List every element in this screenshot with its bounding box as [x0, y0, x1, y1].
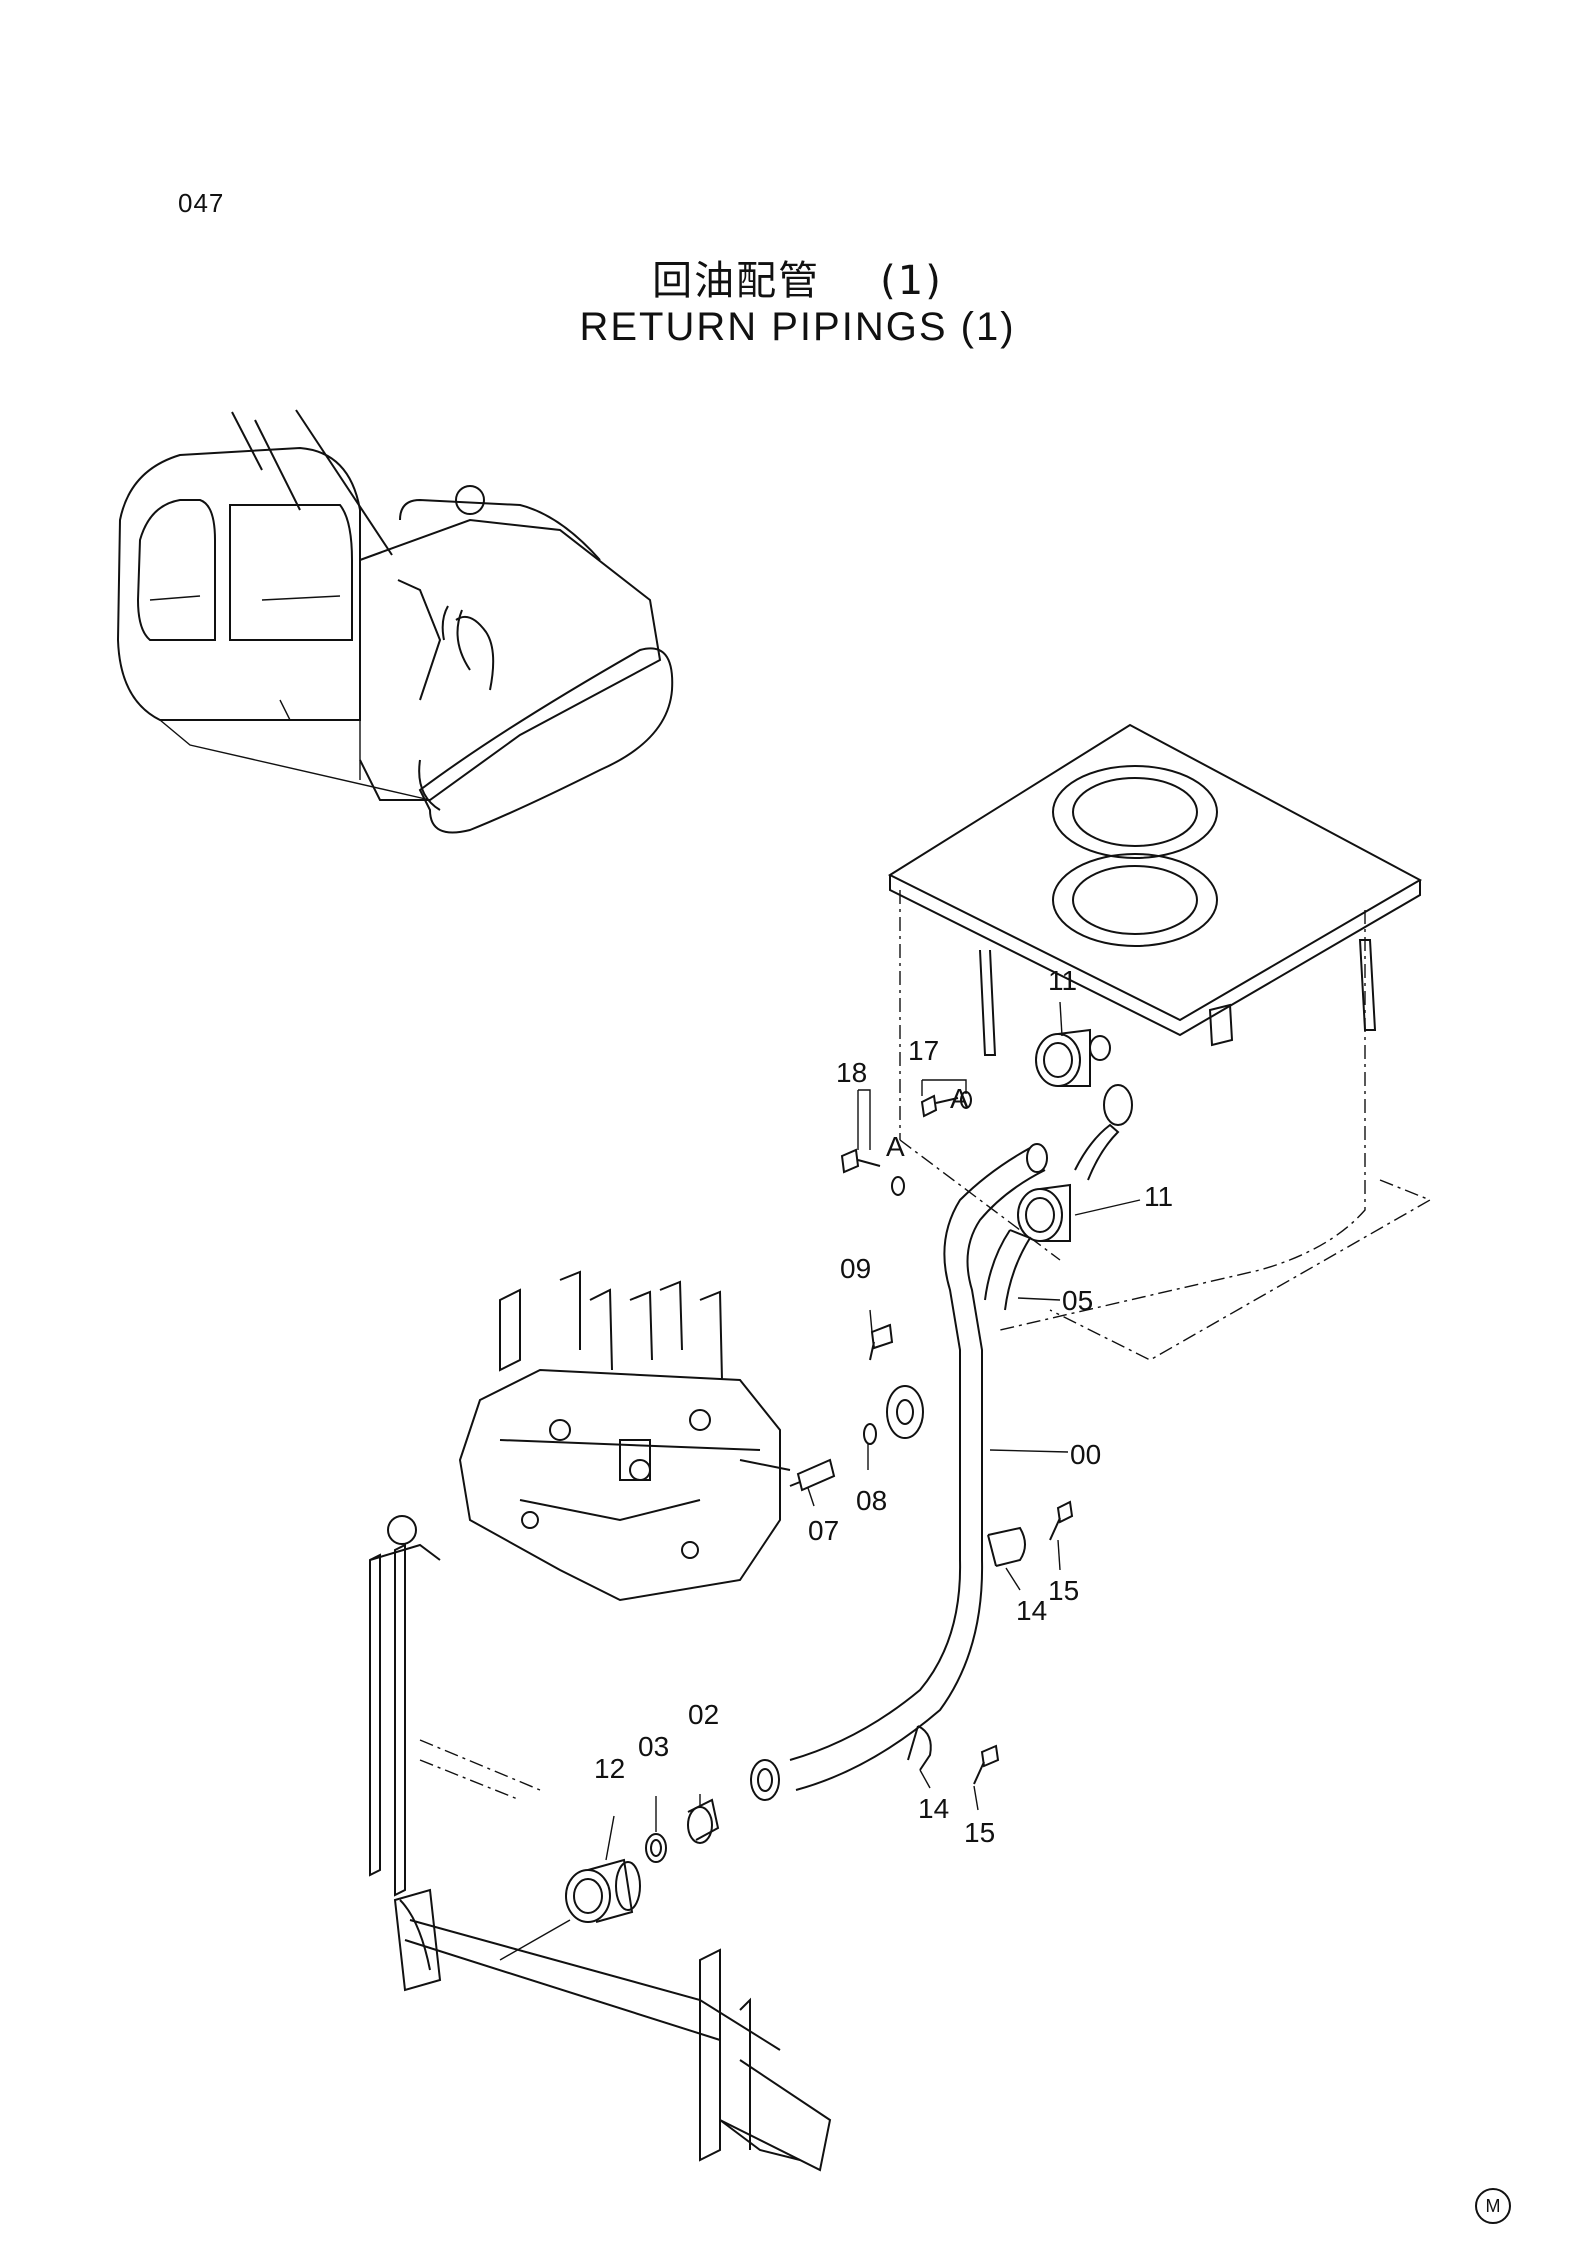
bolt-18	[840, 1148, 905, 1196]
callout-00: 00	[1070, 1439, 1101, 1470]
callout-08: 08	[856, 1485, 887, 1516]
hydraulic-tank-illustration	[887, 723, 1432, 1361]
title-english: RETURN PIPINGS (1)	[579, 305, 1016, 349]
callout-18: 18	[836, 1057, 867, 1088]
callout-a-lower: A	[886, 1131, 905, 1162]
o-ring-03	[645, 1833, 667, 1863]
control-valve-illustration	[458, 1270, 791, 1602]
return-pipe-00	[750, 1143, 1048, 1801]
callout-17: 17	[908, 1035, 939, 1066]
clamp-14-lower	[907, 1725, 932, 1771]
flange-and-bolt-09	[863, 1323, 924, 1445]
callout-15-upper: 15	[1048, 1575, 1079, 1606]
callout-15-lower: 15	[964, 1817, 995, 1848]
bolt-15-upper	[1049, 1500, 1074, 1541]
callout-14-lower: 14	[918, 1793, 949, 1824]
clamp-14-upper	[987, 1526, 1026, 1567]
fitting-02	[687, 1798, 720, 1844]
callout-labels: 11 17 A 18 A 11 09 05 00 08 07 15 14 02 …	[594, 965, 1173, 1848]
callout-03: 03	[638, 1731, 669, 1762]
fitting-07	[789, 1458, 836, 1492]
callout-a-upper: A	[950, 1083, 969, 1114]
title-chinese: 回油配管 (1)	[0, 248, 1595, 306]
corner-mark-icon: M	[1475, 2188, 1511, 2224]
excavator-overview-illustration	[116, 409, 674, 834]
callout-05: 05	[1062, 1285, 1093, 1316]
callout-14-upper: 14	[1016, 1595, 1047, 1626]
title-chinese-text: 回油配管	[652, 258, 821, 304]
hose-clamp-11-lower	[1017, 1084, 1133, 1242]
title-chinese-suffix: (1)	[880, 258, 943, 304]
callout-12: 12	[594, 1753, 625, 1784]
page-number: 047	[178, 188, 225, 218]
hose-clamp-12	[565, 1858, 641, 1923]
oil-cooler-frame-illustration	[369, 1515, 832, 2172]
callout-07: 07	[808, 1515, 839, 1546]
callout-02: 02	[688, 1699, 719, 1730]
hose-clamp-11-upper	[1035, 1028, 1111, 1087]
bolt-15-lower	[973, 1744, 1000, 1785]
callout-11-upper: 11	[1048, 965, 1077, 996]
callout-11-lower: 11	[1144, 1181, 1173, 1212]
callout-09: 09	[840, 1253, 871, 1284]
leader-lines	[499, 1001, 1141, 1961]
